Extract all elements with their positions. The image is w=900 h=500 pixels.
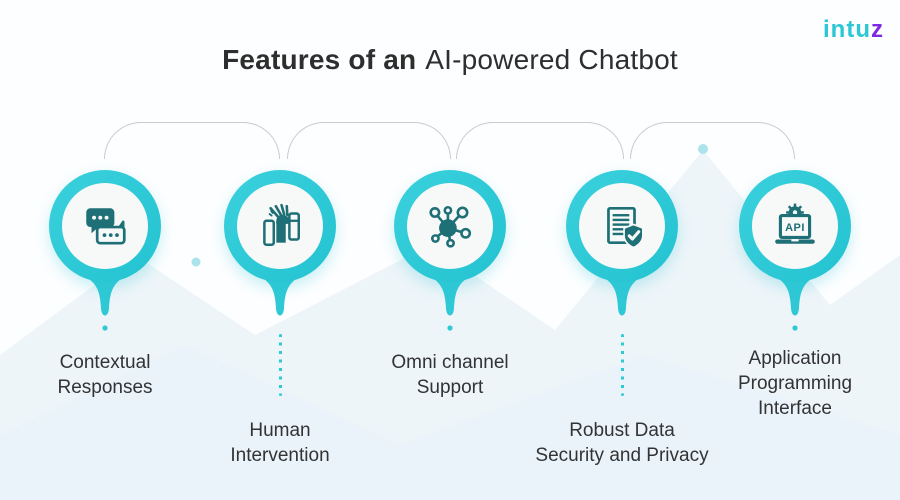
decor-dot bbox=[191, 257, 201, 267]
api-icon-text: API bbox=[785, 222, 805, 234]
connector-arc bbox=[630, 122, 795, 159]
feature-circle bbox=[394, 170, 506, 282]
network-hub-icon bbox=[429, 205, 472, 248]
page-title: Features of an AI-powered Chatbot bbox=[0, 44, 900, 76]
pin-tail bbox=[602, 276, 642, 316]
feature-label: Contextual Responses bbox=[57, 352, 153, 399]
chat-bubbles-icon bbox=[86, 208, 126, 245]
pin-tail bbox=[775, 276, 815, 331]
pin-tail bbox=[430, 276, 470, 331]
hand-intervention-icon bbox=[263, 203, 300, 246]
logo-text: intu bbox=[823, 16, 871, 43]
pin-tail bbox=[85, 276, 125, 331]
laptop-api-icon: API bbox=[775, 203, 815, 244]
feature-circle-inner: API bbox=[752, 183, 838, 269]
intuz-logo: intuz bbox=[823, 16, 884, 44]
logo-accent-letter: z bbox=[871, 16, 884, 43]
decor-dot bbox=[698, 144, 708, 154]
feature-label: Human Intervention bbox=[230, 420, 330, 467]
feature-circle: API bbox=[739, 170, 851, 282]
dotted-connector bbox=[278, 334, 282, 396]
connector-arc bbox=[104, 122, 280, 159]
feature-circle-inner bbox=[237, 183, 323, 269]
feature-circle bbox=[49, 170, 161, 282]
connector-arc bbox=[287, 122, 451, 159]
feature-circle-inner bbox=[579, 183, 665, 269]
feature-label: Application Programming Interface bbox=[737, 348, 853, 420]
feature-circle bbox=[566, 170, 678, 282]
pin-tail bbox=[260, 276, 300, 316]
feature-circle bbox=[224, 170, 336, 282]
dotted-connector bbox=[620, 334, 624, 396]
title-bold: Features of an bbox=[222, 44, 417, 75]
connector-arc bbox=[456, 122, 624, 159]
feature-circle-inner bbox=[407, 183, 493, 269]
title-regular: AI-powered Chatbot bbox=[425, 44, 678, 75]
feature-label: Robust Data Security and Privacy bbox=[535, 420, 709, 467]
feature-circle-inner bbox=[62, 183, 148, 269]
feature-label: Omni channel Support bbox=[391, 352, 509, 399]
document-shield-icon bbox=[607, 206, 644, 249]
